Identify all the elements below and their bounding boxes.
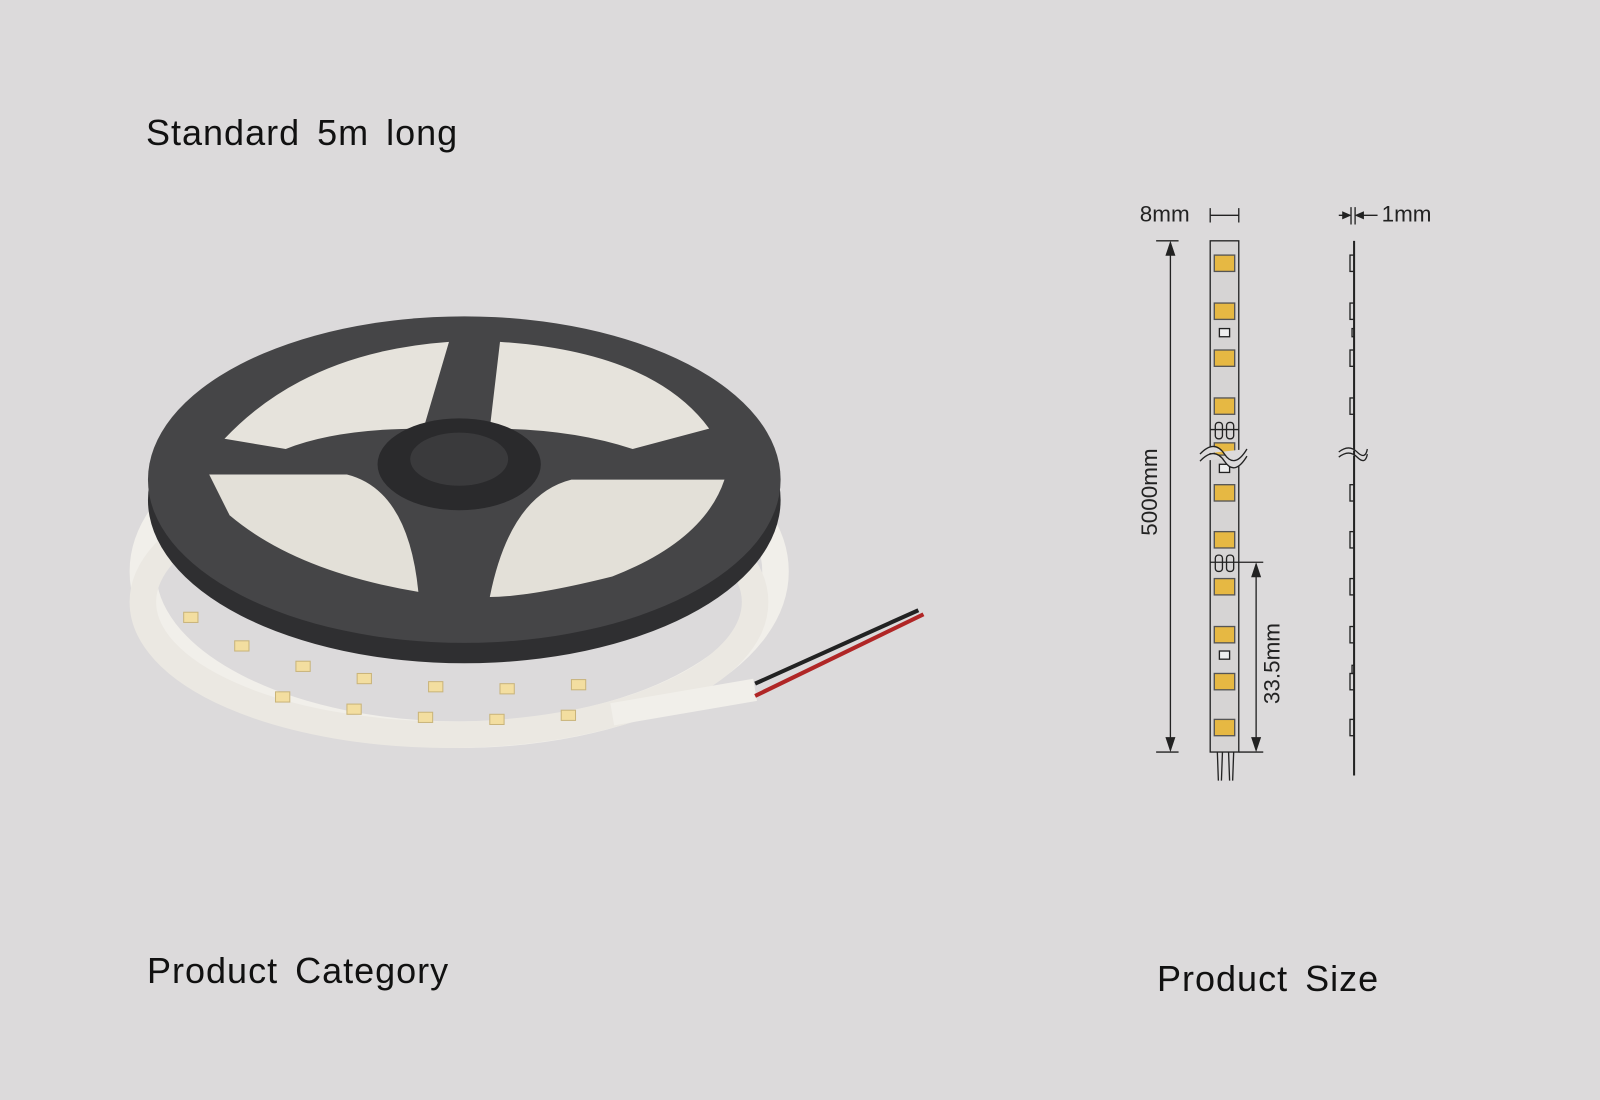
size-caption: Product Size — [1157, 958, 1380, 999]
width-label: 8mm — [1140, 201, 1190, 226]
length-label: 5000mm — [1137, 448, 1162, 535]
cut-interval-label: 33.5mm — [1260, 623, 1285, 704]
category-caption: Product Category — [147, 950, 450, 991]
led-strip-reel-image — [129, 316, 925, 748]
headline: Standard 5m long — [146, 112, 459, 153]
thickness-label: 1mm — [1382, 201, 1432, 226]
dimension-drawing — [1156, 207, 1378, 781]
